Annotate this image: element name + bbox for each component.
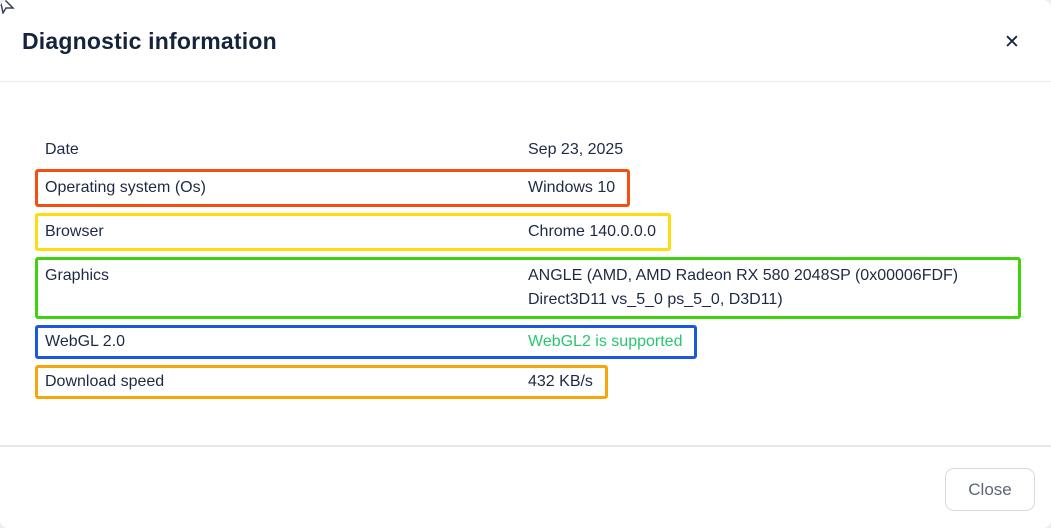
dialog-title: Diagnostic information (22, 28, 277, 54)
dialog-footer: Close (0, 445, 1051, 528)
close-button[interactable]: Close (945, 468, 1035, 511)
browser-value: Chrome 140.0.0.0 (528, 223, 657, 240)
date-value: Sep 23, 2025 (528, 141, 624, 158)
info-row-graphics: Graphics ANGLE (AMD, AMD Radeon RX 580 2… (35, 257, 1021, 319)
info-row-webgl: WebGL 2.0 WebGL2 is supported (35, 325, 698, 359)
download-speed-label: Download speed (45, 373, 165, 390)
webgl-value: WebGL2 is supported (528, 333, 683, 350)
webgl-label: WebGL 2.0 (45, 333, 126, 350)
graphics-label: Graphics (45, 267, 110, 284)
dialog-body: Date Sep 23, 2025 Operating system (Os) … (0, 82, 1051, 399)
info-row-browser: Browser Chrome 140.0.0.0 (35, 213, 672, 251)
close-icon[interactable]: ✕ (999, 29, 1025, 55)
download-speed-value: 432 KB/s (528, 373, 593, 390)
dialog-header: Diagnostic information ✕ (0, 0, 1051, 82)
info-row-operating-system: Operating system (Os) Windows 10 (35, 169, 631, 207)
info-row-download-speed: Download speed 432 KB/s (35, 365, 608, 399)
graphics-value: ANGLE (AMD, AMD Radeon RX 580 2048SP (0x… (528, 267, 959, 308)
browser-label: Browser (45, 223, 104, 240)
date-label: Date (45, 141, 79, 158)
os-value: Windows 10 (528, 179, 616, 196)
info-row-date: Date Sep 23, 2025 (35, 131, 638, 169)
os-label: Operating system (Os) (45, 179, 206, 196)
